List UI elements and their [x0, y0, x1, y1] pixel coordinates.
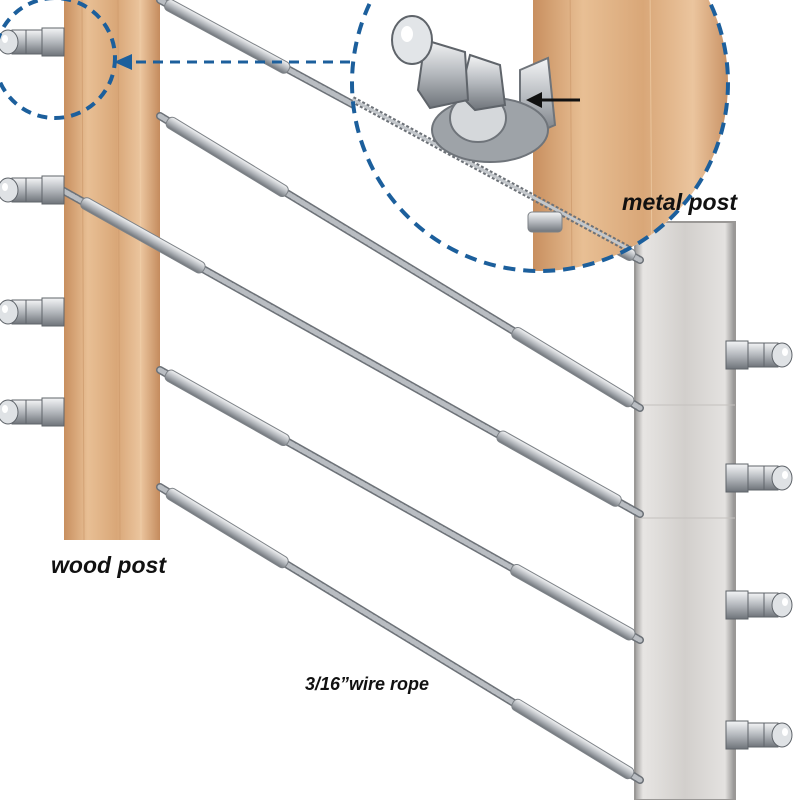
- wire-rope-label: 3/16”wire rope: [305, 674, 430, 694]
- wood-post-fitting: [0, 175, 65, 205]
- pointer-arrow-icon: [526, 92, 580, 108]
- swage-sleeve: [496, 430, 622, 507]
- detail-source-circle: [0, 0, 117, 120]
- wire-rope-2: [156, 112, 644, 412]
- wood-post-fitting: [0, 297, 65, 327]
- wire-rope-3: [58, 186, 644, 518]
- swage-sleeve: [80, 197, 206, 274]
- wood-post: [64, 0, 160, 540]
- swage-sleeve: [511, 698, 635, 780]
- end-fittings: [0, 27, 793, 750]
- swage-sleeve: [164, 0, 291, 74]
- swage-sleeve: [165, 487, 289, 569]
- swage-sleeve: [165, 116, 289, 198]
- wood-post-fitting: [0, 397, 65, 427]
- metal-post-fitting: [725, 463, 793, 493]
- zoom-callout: [350, 0, 730, 273]
- swage-sleeve: [164, 369, 290, 447]
- wire-rope-4: [156, 366, 644, 644]
- metal-post-fitting: [725, 720, 793, 750]
- metal-post-label: metal post: [622, 189, 738, 215]
- callout-arrowhead-icon: [114, 54, 132, 70]
- wood-post-fitting: [0, 27, 65, 57]
- swage-sleeve: [510, 563, 636, 641]
- wire-rope-5: [156, 483, 644, 784]
- swage-sleeve: [511, 326, 635, 408]
- metal-post-fitting: [725, 340, 793, 370]
- metal-post: [635, 222, 735, 800]
- wood-post-label: wood post: [51, 552, 166, 578]
- metal-post-fitting: [725, 590, 793, 620]
- magnified-detail-circle: [350, 0, 730, 273]
- zoom-acorn-nut-fitting: [391, 15, 557, 163]
